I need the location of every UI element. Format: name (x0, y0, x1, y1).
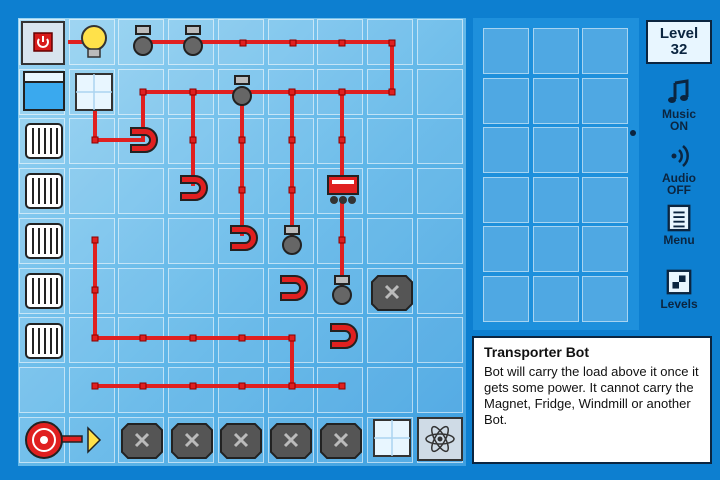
grid-cell[interactable] (416, 267, 463, 314)
grid-cell[interactable] (416, 317, 463, 364)
grid-cell[interactable] (217, 366, 264, 413)
inventory-slot[interactable] (582, 226, 628, 272)
inventory-slot[interactable] (532, 176, 579, 223)
inventory-slot[interactable] (532, 226, 579, 272)
magnet-icon[interactable] (130, 127, 358, 349)
ice-block-icon (373, 419, 411, 457)
power-switch-icon[interactable] (21, 21, 65, 65)
audio-state: OFF (667, 183, 691, 197)
transporter-bot-icon[interactable] (327, 175, 359, 204)
inventory-slot[interactable] (483, 275, 529, 322)
music-note-icon (668, 79, 689, 103)
inventory-slot[interactable] (582, 28, 628, 74)
inventory-slot[interactable] (582, 275, 628, 322)
heater-fins (32, 128, 58, 354)
grid-cell[interactable] (118, 217, 165, 264)
audio-label: Audio (662, 171, 696, 185)
inventory-slot[interactable] (483, 28, 529, 74)
inventory-slot[interactable] (483, 176, 529, 223)
levels-button[interactable]: Levels (646, 268, 712, 310)
panel-connector (630, 130, 636, 136)
grid-cell[interactable] (416, 118, 463, 165)
menu-button[interactable]: Menu (646, 204, 712, 246)
level-indicator: Level 32 (646, 20, 712, 64)
speaker-icon (671, 145, 689, 167)
inventory-slot[interactable] (582, 127, 628, 173)
grid-cell[interactable] (416, 168, 463, 215)
grid-cell[interactable] (168, 317, 215, 364)
level-number: 32 (670, 41, 688, 58)
inventory-slot[interactable] (532, 127, 579, 173)
grid-cell[interactable] (416, 217, 463, 264)
inventory-slot[interactable] (532, 28, 579, 74)
level-label: Level (659, 25, 699, 42)
inventory-slot[interactable] (532, 77, 579, 124)
music-toggle-button[interactable]: Music ON (646, 78, 712, 132)
inventory-panel[interactable] (473, 18, 639, 330)
grid-cell[interactable] (366, 168, 413, 215)
inventory-slot[interactable] (582, 77, 628, 124)
grid-cell[interactable] (416, 68, 463, 115)
music-state: ON (670, 119, 688, 133)
grid-cell[interactable] (118, 168, 165, 215)
grid-cell[interactable] (416, 19, 463, 65)
inventory-slot[interactable] (483, 226, 529, 272)
levels-label: Levels (660, 297, 698, 311)
wire-joints (91, 39, 396, 390)
info-title: Transporter Bot (484, 344, 590, 360)
audio-toggle-button[interactable]: Audio OFF (646, 142, 712, 196)
grid-cell[interactable] (317, 366, 364, 413)
grid-cell[interactable] (68, 168, 115, 215)
grid-cell[interactable] (366, 118, 413, 165)
grid-cell[interactable] (366, 366, 413, 413)
inventory-slot[interactable] (483, 77, 529, 124)
grid-cell[interactable] (416, 366, 463, 413)
grid-cell[interactable] (168, 366, 215, 413)
atom-icon[interactable] (417, 417, 463, 461)
grid-cell[interactable] (168, 217, 215, 264)
socket-icon (133, 25, 352, 305)
metal-block-icon[interactable] (121, 275, 413, 459)
info-panel: Transporter Bot Bot will carry the load … (472, 336, 712, 464)
menu-icon (667, 204, 691, 232)
grid-cell[interactable] (366, 217, 413, 264)
menu-label: Menu (663, 233, 695, 247)
levels-icon (666, 269, 692, 295)
metal-block-marks (134, 284, 400, 448)
inventory-slot[interactable] (483, 127, 529, 173)
info-description: Bot will carry the load above it once it… (484, 364, 699, 427)
music-label: Music (661, 107, 696, 121)
grid-cell[interactable] (68, 366, 115, 413)
inventory-slot[interactable] (532, 275, 579, 322)
fridge-icon (23, 71, 65, 111)
grid-cell[interactable] (118, 366, 165, 413)
windmill-icon[interactable] (25, 421, 102, 459)
ice-block-icon (75, 73, 113, 111)
grid-cell[interactable] (118, 267, 165, 314)
grid-cell[interactable] (19, 366, 65, 413)
grid-cell[interactable] (168, 267, 215, 314)
inventory-slot[interactable] (582, 176, 628, 223)
grid-cell[interactable] (366, 317, 413, 364)
light-bulb-icon (81, 25, 107, 58)
grid-cell[interactable] (217, 267, 264, 314)
